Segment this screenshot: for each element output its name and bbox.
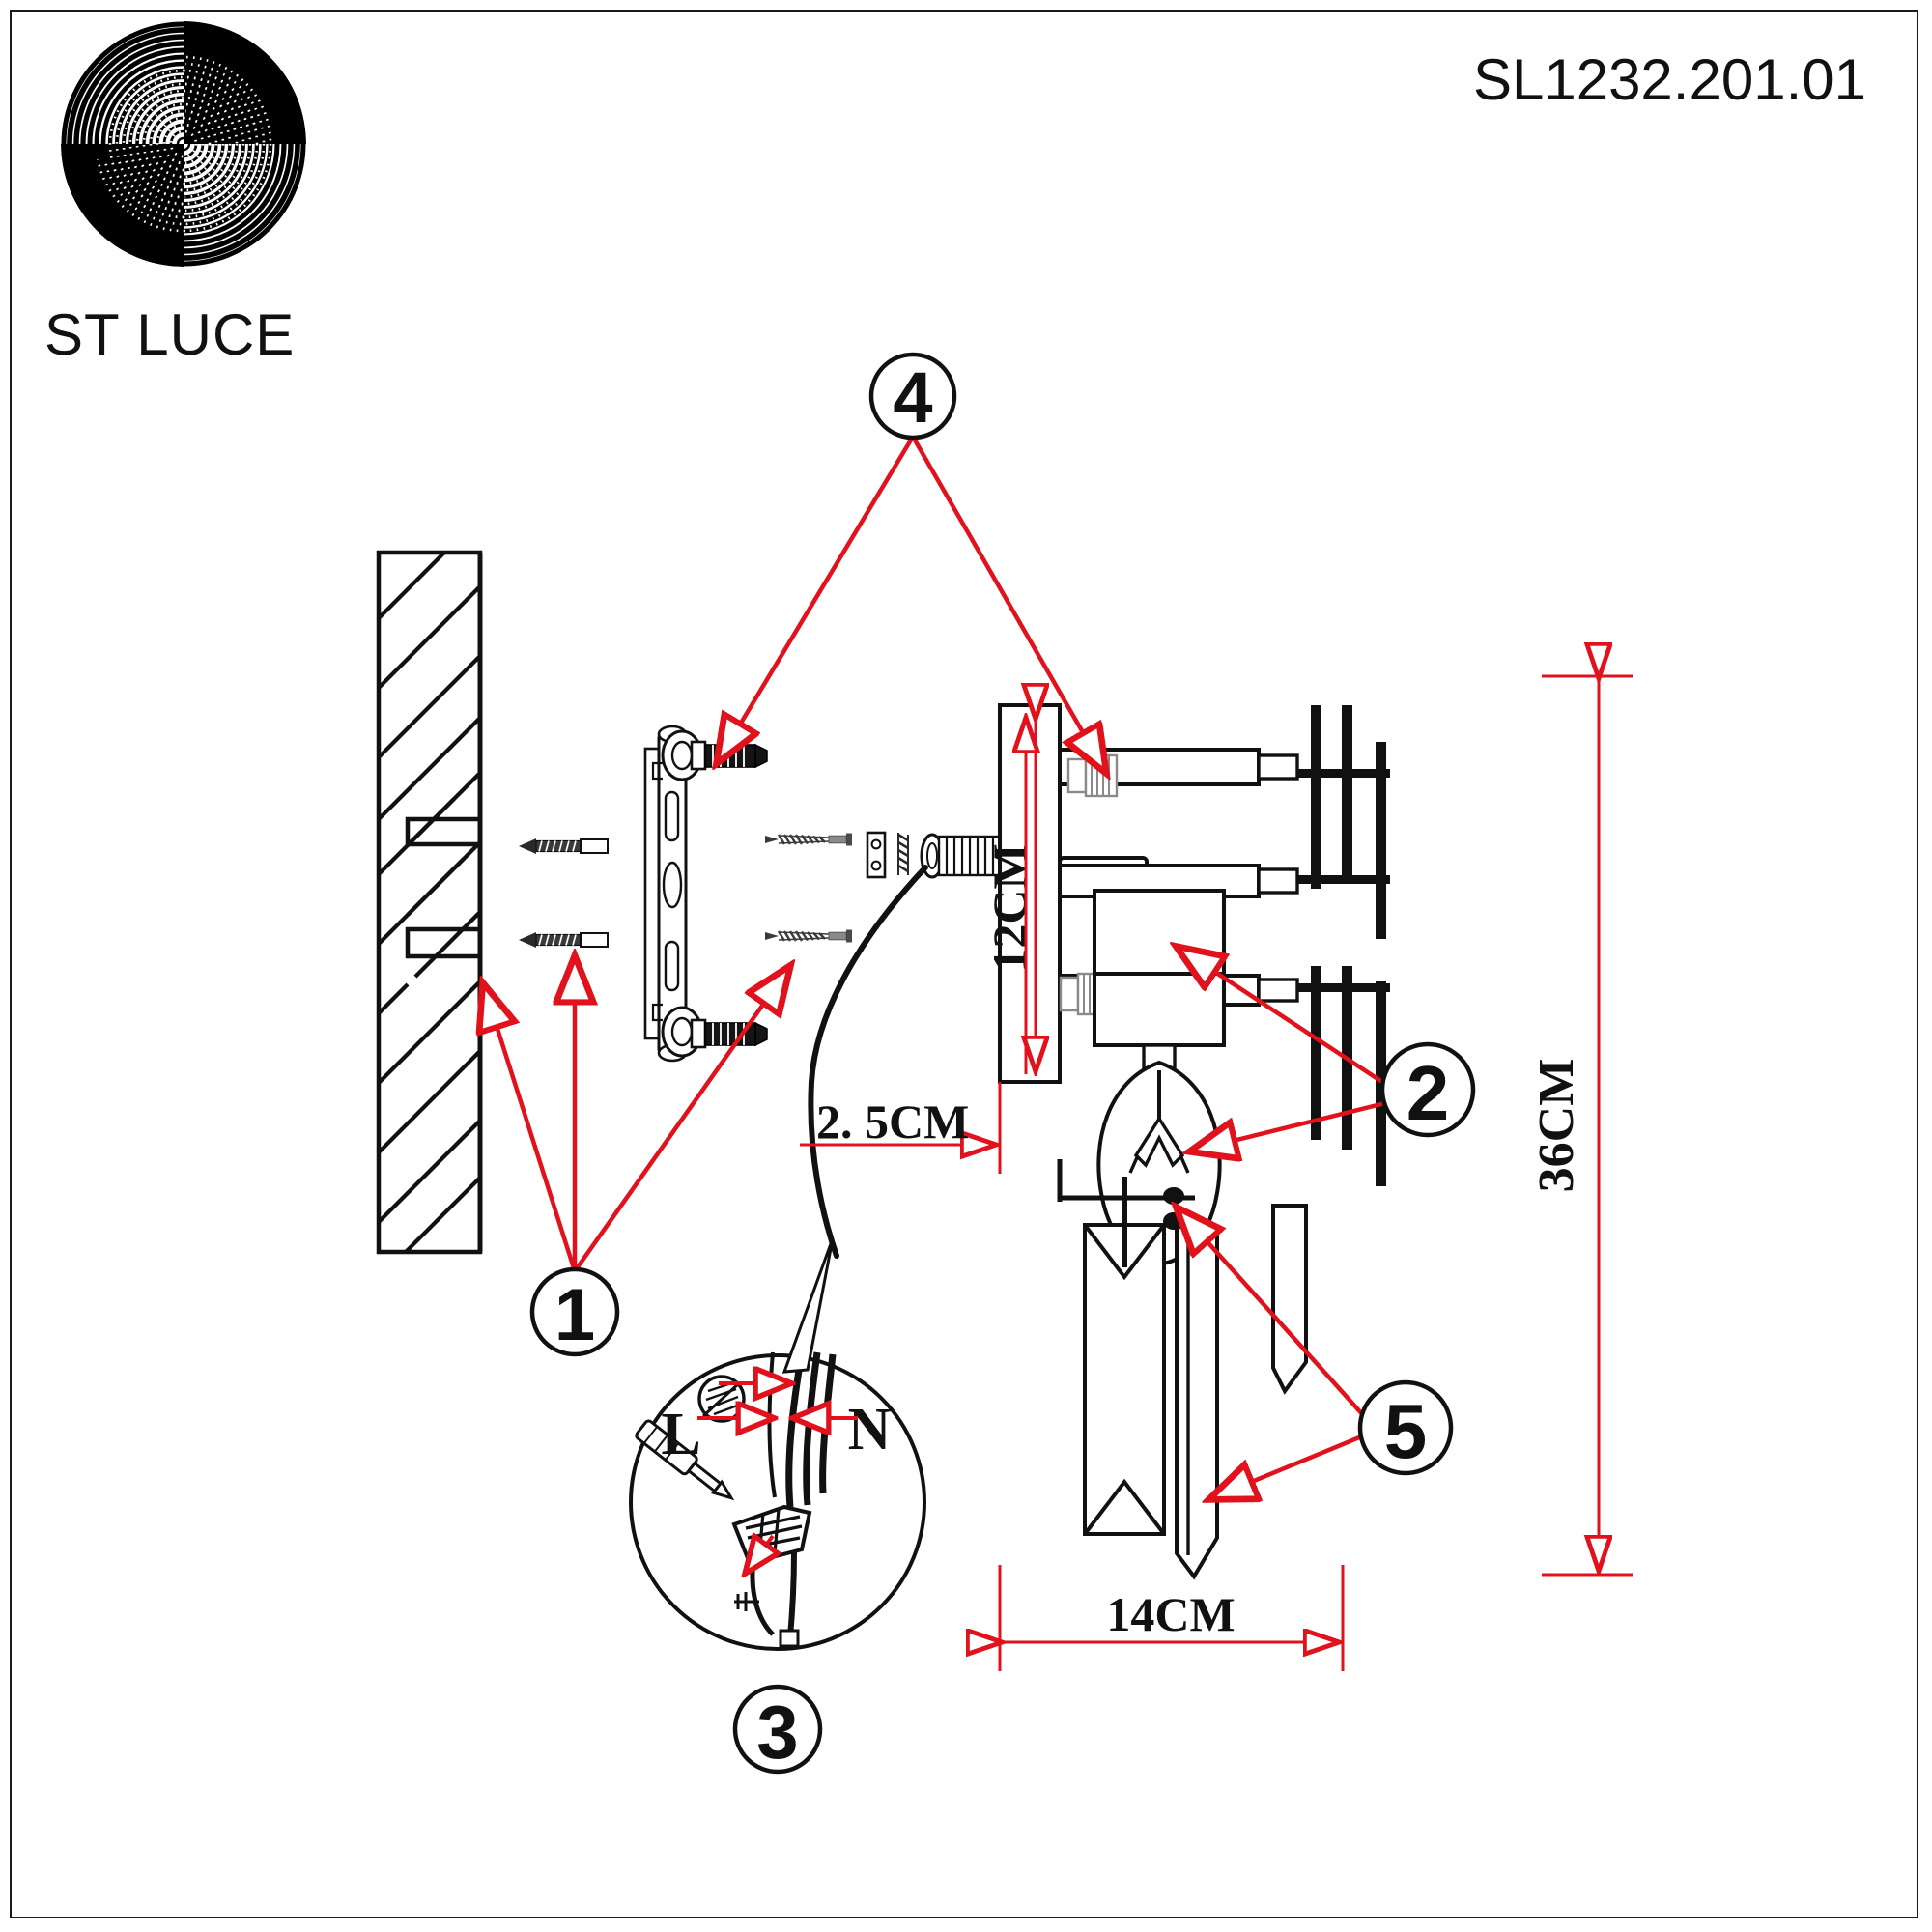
dimension-12cm-label: 12CM [982,843,1037,972]
mounting-screw-lower [765,929,852,943]
dimension-14cm-label: 14CM [1106,1587,1235,1641]
neutral-wire-label: N [848,1397,892,1463]
screwdriver-icon [635,1419,735,1501]
bracket-screw-lower [690,1018,768,1049]
dimension-25cm-label: 2. 5CM [816,1094,969,1149]
callout-1-label: 1 [554,1274,595,1356]
dimension-14cm: 14CM [1000,1565,1345,1671]
dimension-12cm: 12CM [982,720,1037,1072]
spring-washer-left [897,833,909,875]
mounting-screw-upper [765,833,852,846]
mounting-bracket [643,724,703,1063]
terminal-block [866,831,887,879]
backplate-finial-upper [1066,753,1119,798]
wiring-detail-circle: L N [629,1351,926,1651]
brand-name: ST LUCE [44,302,296,367]
callout-bubble-5[interactable]: 5 [1357,1379,1454,1476]
wiring-detail-leader [781,1237,835,1374]
callout-1-leaders [483,956,790,1273]
callout-3-label: 3 [756,1690,798,1775]
crystal-rod-rear [1175,1204,1308,1580]
dimension-25cm: 2. 5CM [800,1082,1002,1174]
wall-plug-upper [519,838,609,854]
callout-4-leaders [717,435,1106,773]
callout-2-leaders [1177,947,1387,1151]
dimension-36cm: 36CM [1529,676,1633,1577]
callout-2-label: 2 [1406,1050,1450,1136]
live-wire-label: L [661,1402,700,1467]
callout-bubble-3[interactable]: 3 [732,1684,823,1775]
earth-ground-icon [697,1375,746,1423]
callout-bubble-1[interactable]: 1 [529,1266,620,1357]
callout-5-leaders [1177,1208,1366,1499]
st-luce-spiral-logo-icon [61,21,306,267]
power-cable [808,865,928,1259]
callout-bubble-2[interactable]: 2 [1379,1041,1476,1138]
wall-section [376,550,483,1255]
callout-4-label: 4 [893,357,932,438]
callout-5-label: 5 [1384,1388,1428,1474]
callout-bubble-4[interactable]: 4 [868,352,957,440]
page-border [10,10,1918,1918]
product-code: SL1232.201.01 [1472,47,1866,112]
wall-plug-lower [519,932,609,948]
lamp-body [1093,889,1226,1072]
dimension-36cm-label: 36CM [1529,1059,1584,1193]
